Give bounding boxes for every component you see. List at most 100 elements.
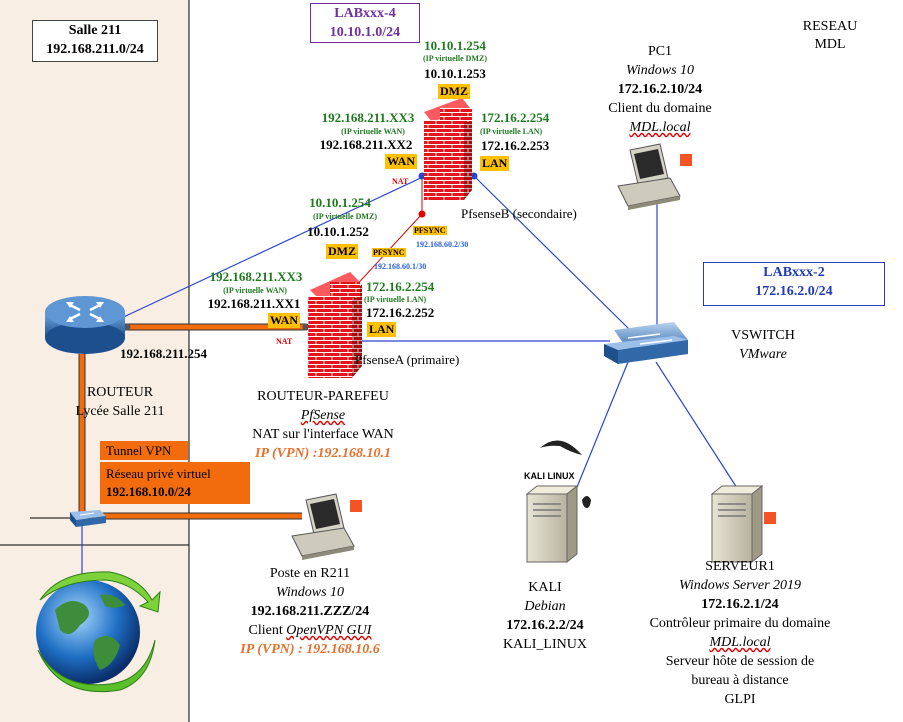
pc1-name: PC1 bbox=[647, 44, 673, 59]
pfsync-a-tag: PFSYNC bbox=[372, 248, 406, 257]
fwb-dmz-tag: DMZ bbox=[438, 84, 470, 99]
fwb-wan-ip: 192.168.211.XX2 bbox=[319, 137, 413, 152]
serveur1-os: Windows Server 2019 bbox=[678, 578, 802, 593]
poste-labels: Poste en R211 Windows 10 192.168.211.ZZZ… bbox=[210, 564, 410, 659]
pfsync-b-tag: PFSYNC bbox=[413, 226, 447, 235]
kali-hostname: KALI_LINUX bbox=[503, 637, 587, 652]
fwb-dmz-vip: 10.10.1.254 bbox=[424, 38, 486, 53]
reseau-label: RESEAU MDL bbox=[790, 18, 870, 54]
poste-client-prefix: Client bbox=[248, 623, 287, 638]
parefeu-nat-note: NAT sur l'interface WAN bbox=[252, 427, 394, 442]
pc1-os: Windows 10 bbox=[625, 63, 695, 78]
serveur1-role3: bureau à distance bbox=[691, 673, 789, 688]
fwa-nat: NAT bbox=[276, 337, 293, 346]
fwb-wan-tag: WAN bbox=[385, 154, 418, 169]
fwb-dmz-vip-note: (IP virtuelle DMZ) bbox=[423, 54, 487, 63]
serveur1-role2: Serveur hôte de session de bbox=[665, 654, 815, 669]
router-icon bbox=[45, 296, 125, 354]
pc1-labels: PC1 Windows 10 172.16.2.10/24 Client du … bbox=[580, 42, 740, 137]
fwa-lan-vip-note: (IP virtuelle LAN) bbox=[364, 295, 427, 304]
fwa-lan-ip: 172.16.2.252 bbox=[366, 305, 435, 320]
router-name: ROUTEUR bbox=[86, 385, 154, 400]
salle-211-box: Salle 211 192.168.211.0/24 bbox=[32, 20, 158, 62]
router-ip: 192.168.211.254 bbox=[120, 346, 208, 361]
serveur1-domain: MDL.local bbox=[709, 635, 771, 650]
lab2-title: LABxxx-2 bbox=[763, 265, 825, 280]
fwb-wan-vip-note: (IP virtuelle WAN) bbox=[341, 127, 405, 136]
pc1-ip: 172.16.2.10/24 bbox=[617, 82, 703, 97]
poste-os: Windows 10 bbox=[275, 585, 345, 600]
kali-ip: 172.16.2.2/24 bbox=[506, 618, 584, 633]
lab2-box: LABxxx-2 172.16.2.0/24 bbox=[703, 262, 885, 306]
fwa-dmz-ip: 10.10.1.252 bbox=[307, 224, 369, 239]
fwa-lan-tag: LAN bbox=[367, 322, 397, 337]
kali-logo-text: KALI LINUX bbox=[524, 471, 575, 481]
salle-network: 192.168.211.0/24 bbox=[46, 42, 144, 57]
kali-server-icon bbox=[525, 440, 591, 564]
pc1-computer-icon bbox=[617, 143, 692, 210]
vswitch-name: VSWITCH bbox=[731, 328, 795, 343]
poste-computer-icon bbox=[291, 493, 362, 560]
fwb-name: PfsenseB (secondaire) bbox=[461, 206, 577, 221]
fwa-wan-ip: 192.168.211.XX1 bbox=[207, 296, 301, 311]
poste-ip: 192.168.211.ZZZ/24 bbox=[250, 604, 370, 619]
parefeu-product: PfSense bbox=[300, 408, 346, 423]
poste-client: Client OpenVPN GUI bbox=[210, 621, 410, 640]
vpn-network: 192.168.10.0/24 bbox=[106, 484, 191, 499]
serveur1-name: SERVEUR1 bbox=[705, 559, 775, 574]
serveur1-role4: GLPI bbox=[724, 692, 756, 707]
fwb-lan-vip-note: (IP virtuelle LAN) bbox=[480, 127, 543, 136]
reseau-line2: MDL bbox=[814, 37, 846, 52]
kali-os: Debian bbox=[524, 599, 566, 614]
vpn-network-label: Réseau privé virtuel bbox=[106, 466, 211, 481]
fwb-lan-tag: LAN bbox=[480, 156, 510, 171]
poste-client-app: OpenVPN GUI bbox=[286, 623, 372, 638]
pc1-domain: MDL.local bbox=[629, 120, 691, 135]
parefeu-labels: ROUTEUR-PAREFEU PfSense NAT sur l'interf… bbox=[218, 387, 428, 463]
internet-globe-icon bbox=[36, 571, 161, 693]
fwa-wan-vip-note: (IP virtuelle WAN) bbox=[223, 286, 287, 295]
fwb-nat: NAT bbox=[392, 177, 409, 186]
serveur1-server-icon bbox=[710, 484, 776, 564]
parefeu-vpn-ip: IP (VPN) :192.168.10.1 bbox=[255, 446, 391, 461]
firewall-a-icon bbox=[308, 272, 362, 378]
fwa-dmz-tag: DMZ bbox=[326, 244, 358, 259]
pfsync-b-ip: 192.168.60.2/30 bbox=[416, 240, 469, 249]
tunnel-switch-icon bbox=[70, 510, 106, 527]
vswitch-vendor: VMware bbox=[739, 347, 787, 362]
pfsync-a-ip: 192.168.60.1/30 bbox=[374, 262, 427, 271]
serveur1-ip: 172.16.2.1/24 bbox=[701, 597, 779, 612]
fwb-lan-ip: 172.16.2.253 bbox=[481, 138, 550, 153]
fwa-name: PfsenseA (primaire) bbox=[355, 352, 460, 367]
tunnel-vpn-label: Tunnel VPN bbox=[100, 441, 188, 460]
kali-labels: KALI Debian 172.16.2.2/24 KALI_LINUX bbox=[480, 578, 610, 654]
lab4-network: 10.10.1.0/24 bbox=[329, 25, 401, 40]
kali-name: KALI bbox=[528, 580, 562, 595]
router-location: Lycée Salle 211 bbox=[75, 404, 165, 419]
fwa-wan-vip: 192.168.211.XX3 bbox=[209, 269, 303, 284]
parefeu-title: ROUTEUR-PAREFEU bbox=[257, 389, 389, 404]
serveur1-labels: SERVEUR1 Windows Server 2019 172.16.2.1/… bbox=[630, 557, 850, 709]
fwb-lan-vip: 172.16.2.254 bbox=[481, 110, 550, 125]
router-labels: ROUTEUR Lycée Salle 211 bbox=[50, 383, 190, 421]
vpn-network-box: Réseau privé virtuel 192.168.10.0/24 bbox=[100, 462, 250, 504]
lab4-title: LABxxx-4 bbox=[334, 6, 396, 21]
lab4-box: LABxxx-4 10.10.1.0/24 bbox=[310, 3, 420, 43]
fwb-dmz-ip: 10.10.1.253 bbox=[424, 66, 486, 81]
serveur1-role1: Contrôleur primaire du domaine bbox=[649, 616, 831, 631]
salle-title: Salle 211 bbox=[68, 23, 122, 38]
lab2-network: 172.16.2.0/24 bbox=[755, 284, 833, 299]
fwa-dmz-vip-note: (IP virtuelle DMZ) bbox=[313, 212, 377, 221]
fwb-wan-vip: 192.168.211.XX3 bbox=[321, 110, 415, 125]
poste-name: Poste en R211 bbox=[269, 566, 351, 581]
vswitch-icon bbox=[604, 322, 688, 364]
fwa-lan-vip: 172.16.2.254 bbox=[366, 279, 435, 294]
fwa-dmz-vip: 10.10.1.254 bbox=[309, 195, 371, 210]
fwa-wan-tag: WAN bbox=[268, 313, 301, 328]
vswitch-labels: VSWITCH VMware bbox=[718, 326, 808, 364]
poste-vpn-ip: IP (VPN) : 192.168.10.6 bbox=[240, 642, 380, 657]
reseau-line1: RESEAU bbox=[802, 19, 858, 34]
firewall-b-icon bbox=[424, 98, 472, 200]
pc1-role: Client du domaine bbox=[608, 101, 712, 116]
